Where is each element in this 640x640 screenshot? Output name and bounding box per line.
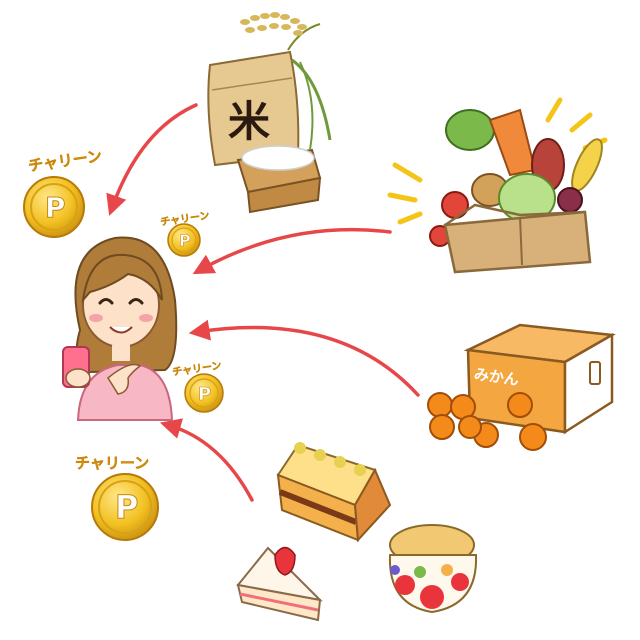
svg-text:P: P — [115, 488, 138, 526]
rice-icon — [207, 12, 332, 214]
woman-with-phone-icon — [62, 236, 178, 421]
svg-text:P: P — [179, 231, 191, 250]
arrow-from-vegetables — [192, 227, 392, 275]
arrow-from-rice — [106, 103, 198, 216]
svg-text:P: P — [45, 191, 66, 224]
coin-icon: P — [167, 223, 201, 257]
coin-icon: P — [184, 373, 224, 413]
arrow-from-mikan — [188, 319, 420, 397]
cake-icon — [236, 442, 478, 622]
mikan-box-icon — [427, 323, 616, 451]
rice-bag-label: 米 — [228, 97, 271, 146]
arrow-from-cakes — [159, 418, 254, 502]
coin-sound-label: チャリーン — [75, 454, 150, 472]
vegetable-box-icon — [387, 97, 608, 274]
svg-text:P: P — [198, 384, 211, 405]
coin-icon: P — [91, 473, 159, 541]
arrows — [106, 103, 420, 502]
coin-icon: P — [23, 176, 85, 238]
